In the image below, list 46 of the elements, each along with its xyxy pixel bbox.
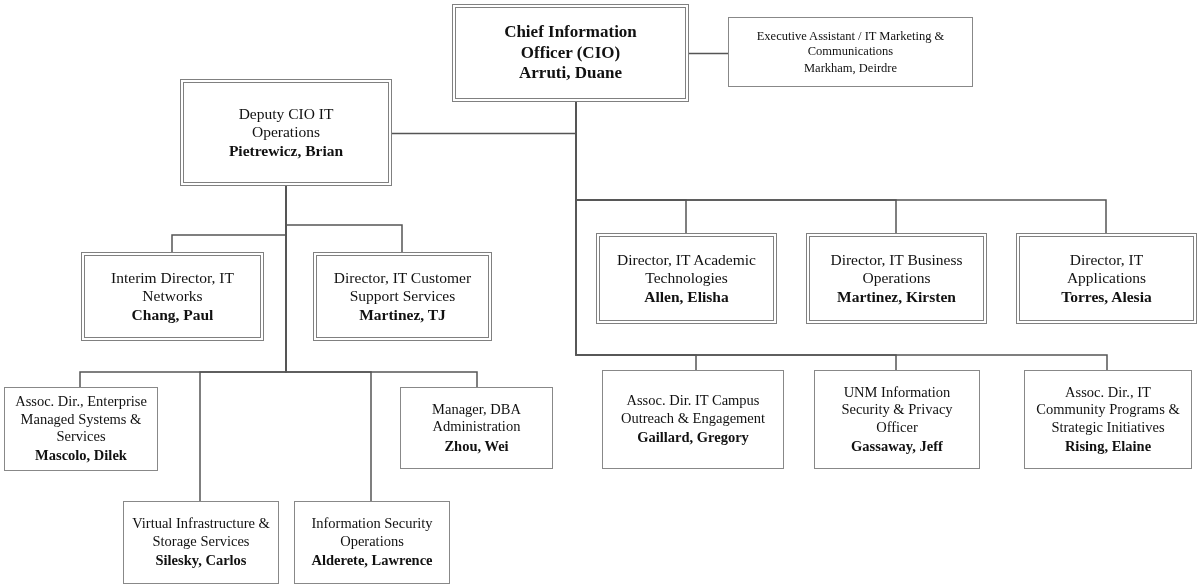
position-title: Assoc. Dir., Enterprise Managed Systems & Services — [14, 393, 148, 446]
position-title: Assoc. Dir. IT Campus Outreach & Engagement — [619, 392, 767, 428]
person-name: Rising, Elaine — [1064, 437, 1152, 456]
position-box — [81, 252, 264, 341]
person-name: Gassaway, Jeff — [851, 437, 943, 456]
person-name: Zhou, Wei — [444, 437, 509, 456]
person-name: Silesky, Carlos — [155, 552, 247, 570]
position-title: Assoc. Dir., IT Community Programs & Strategic Initiatives — [1035, 383, 1181, 436]
position-box — [294, 501, 450, 584]
person-name: Markham, Deirdre — [804, 60, 897, 76]
person-name: Torres, Alesia — [1061, 287, 1152, 307]
position-box — [4, 387, 158, 471]
person-name: Allen, Elisha — [644, 287, 729, 307]
person-name: Martinez, Kirsten — [837, 287, 956, 307]
person-name: Martinez, TJ — [359, 305, 446, 325]
person-name: Alderete, Lawrence — [311, 552, 433, 570]
person-name: Mascolo, Dilek — [35, 447, 127, 465]
connector-line — [688, 52, 729, 55]
position-box — [313, 252, 492, 341]
position-box — [814, 370, 980, 469]
position-box — [602, 370, 784, 469]
person-name: Pietrewicz, Brian — [228, 141, 344, 161]
person-name: Gaillard, Gregory — [637, 429, 749, 447]
position-box — [180, 79, 392, 186]
position-box — [806, 233, 987, 324]
position-box — [452, 4, 689, 102]
position-box — [123, 501, 279, 584]
position-title: Interim Director, IT Networks — [110, 268, 235, 306]
position-title: Executive Assistant / IT Marketing & Communications — [755, 28, 946, 59]
position-box — [400, 387, 553, 469]
position-title: Director, IT Applications — [1065, 250, 1148, 288]
person-name: Arruti, Duane — [519, 63, 622, 84]
position-title: Information Security Operations — [310, 515, 434, 551]
position-title: Virtual Infrastructure & Storage Services — [131, 515, 271, 551]
position-title: Director, IT Academic Technologies — [616, 250, 757, 288]
position-title: Manager, DBA Administration — [431, 400, 522, 436]
position-title: Director, IT Customer Support Services — [332, 268, 473, 306]
position-title: Director, IT Business Operations — [829, 250, 964, 288]
position-box — [1016, 233, 1197, 324]
person-name: Chang, Paul — [131, 305, 214, 325]
position-title: Deputy CIO IT Operations — [237, 104, 335, 142]
position-title: Chief Information Officer (CIO) — [503, 22, 638, 64]
position-box — [596, 233, 777, 324]
position-title: UNM Information Security & Privacy Officer — [840, 383, 954, 436]
position-box — [1024, 370, 1192, 469]
position-box — [728, 17, 973, 87]
